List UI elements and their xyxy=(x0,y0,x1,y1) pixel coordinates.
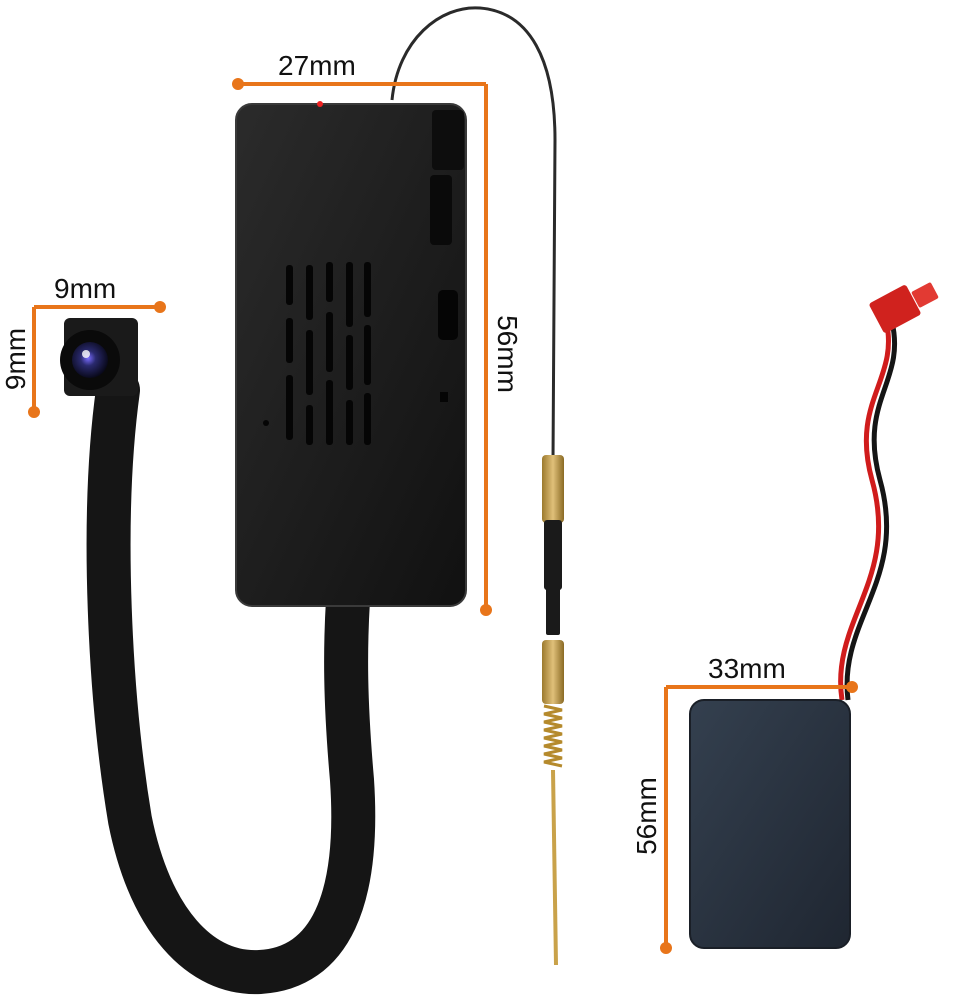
camera-height-label: 9mm xyxy=(0,327,31,391)
antenna-connector xyxy=(542,455,564,966)
ribbon-cable xyxy=(86,368,376,995)
battery-width-label: 33mm xyxy=(708,653,786,684)
antenna-wire xyxy=(390,6,557,461)
battery-height-label: 56mm xyxy=(631,777,662,855)
module-width-label: 27mm xyxy=(278,50,356,81)
battery-pack xyxy=(689,699,851,949)
camera-module xyxy=(235,101,467,607)
dimension-lines xyxy=(28,78,858,954)
camera-width-label: 9mm xyxy=(54,273,117,304)
camera-lens-head xyxy=(60,318,138,396)
module-height-label: 56mm xyxy=(492,315,523,393)
battery-wires xyxy=(838,282,939,701)
vent-slots xyxy=(286,262,371,445)
